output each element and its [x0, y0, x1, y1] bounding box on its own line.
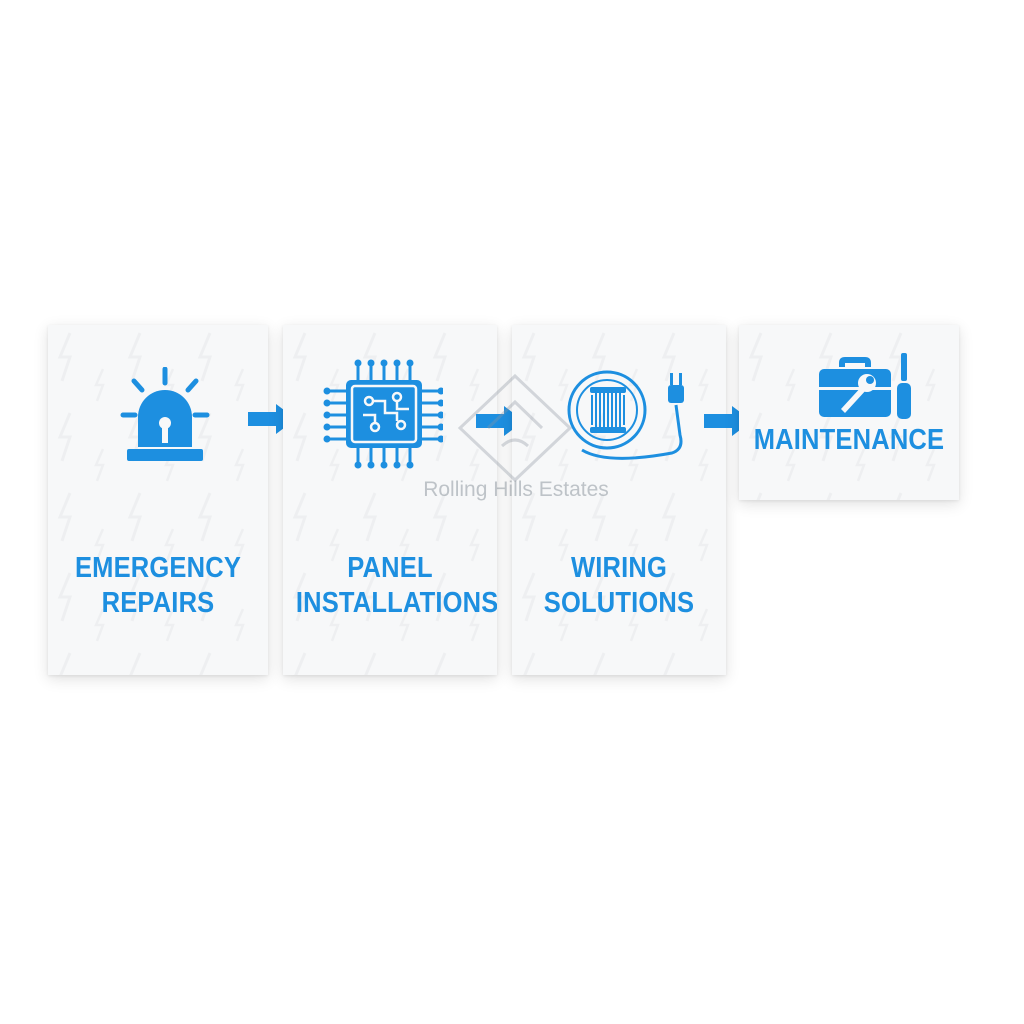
step-label-line: MAINTENANCE [753, 424, 945, 456]
watermark-text: Rolling Hills Estates [423, 478, 609, 501]
step-card-emergency-repairs: EMERGENCY REPAIRS [48, 325, 268, 675]
toolbox-screwdriver-icon [819, 353, 911, 419]
siren-icon [120, 367, 210, 461]
step-label-emergency-repairs: EMERGENCY REPAIRS [61, 551, 255, 621]
step-card-maintenance: MAINTENANCE [739, 325, 959, 500]
step-label-line: INSTALLATIONS [295, 587, 497, 619]
lightning-pattern [48, 325, 268, 675]
step-label-wiring-solutions: WIRING SOLUTIONS [525, 551, 713, 621]
step-label-line: EMERGENCY [74, 552, 242, 584]
step-label-line: PANEL [347, 552, 433, 584]
step-label-line: SOLUTIONS [543, 587, 695, 619]
step-card-panel-installations: PANEL INSTALLATIONS [283, 325, 497, 675]
step-card-wiring-solutions: WIRING SOLUTIONS [512, 325, 726, 675]
step-label-line: WIRING [570, 552, 668, 584]
circuit-chip-icon [323, 359, 443, 469]
step-label-line: REPAIRS [101, 587, 215, 619]
wire-reel-plug-icon [567, 370, 684, 460]
step-label-maintenance: MAINTENANCE [752, 423, 946, 458]
step-label-panel-installations: PANEL INSTALLATIONS [295, 551, 497, 621]
